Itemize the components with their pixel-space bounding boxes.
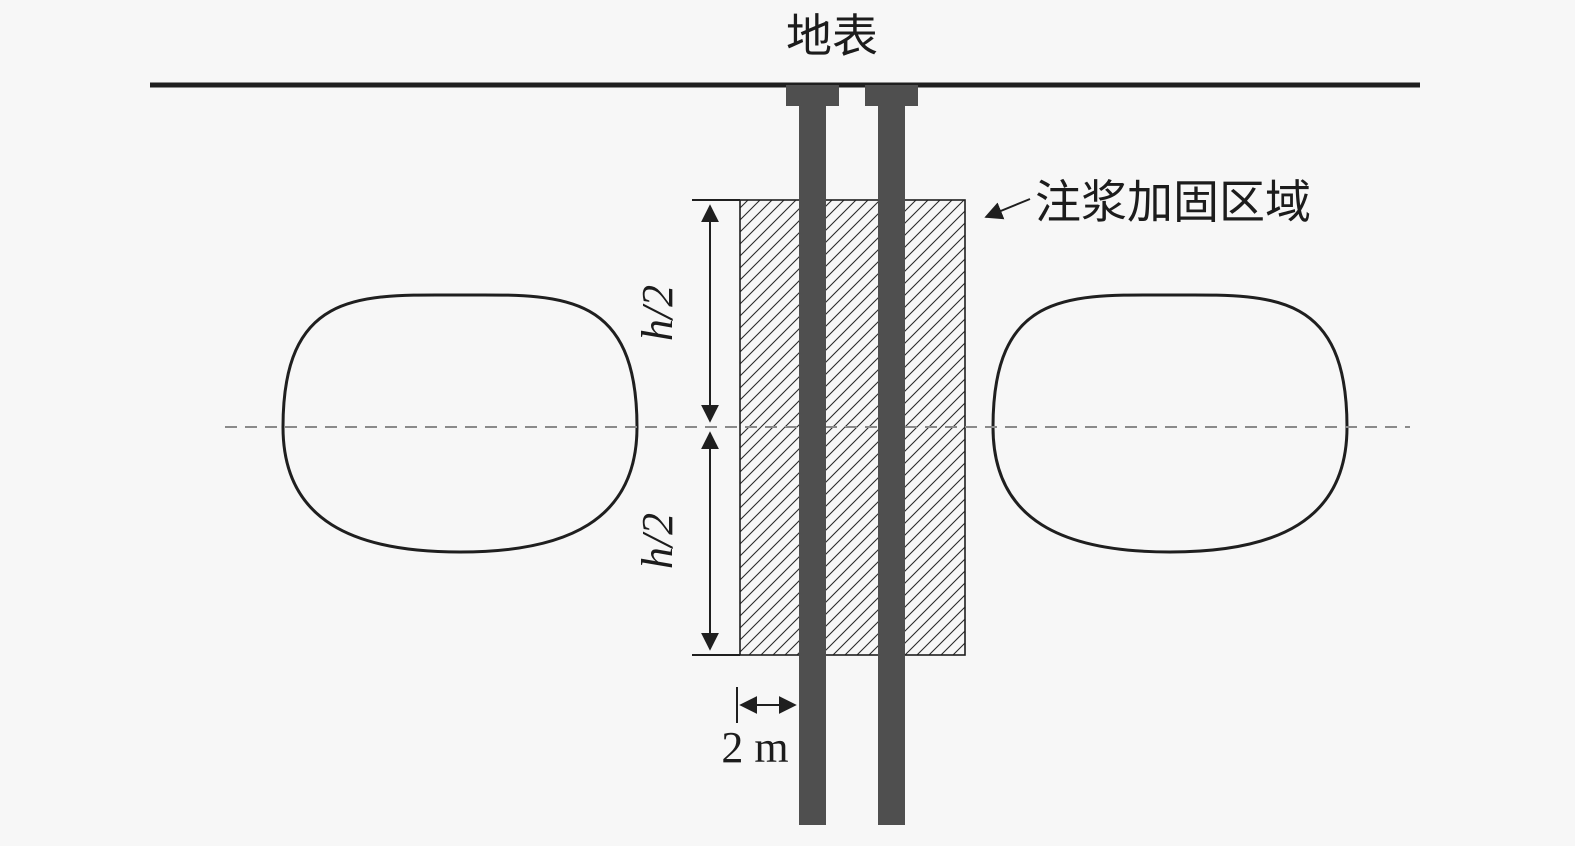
left-pile: [799, 85, 826, 825]
grouting-zone-leader-arrow: [984, 198, 1031, 220]
right-pile: [878, 85, 905, 825]
grouting-zone-label: 注浆加固区域: [1035, 177, 1311, 228]
left-tunnel-outline: [281, 293, 639, 554]
upper-dimension-label: h/2: [633, 285, 682, 341]
ground-surface-label: 地表: [786, 11, 878, 62]
offset-dimension-label: 2 m: [721, 723, 788, 772]
right-tunnel-outline: [991, 293, 1349, 554]
lower-dimension-label: h/2: [633, 513, 682, 569]
